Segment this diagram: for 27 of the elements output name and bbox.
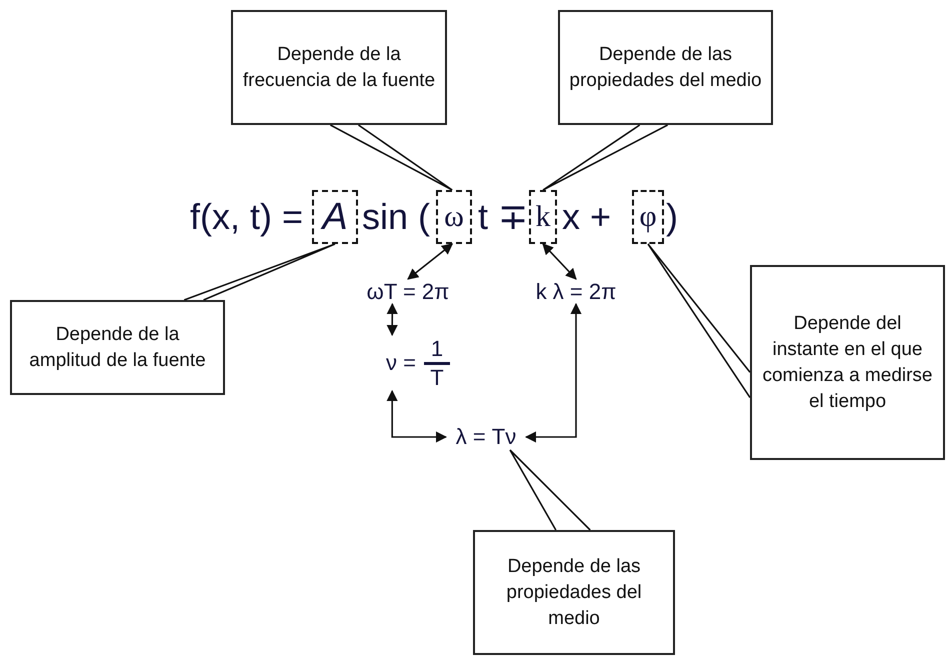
formula: λ = Tν (446, 424, 526, 450)
formula: ωT = 2π (352, 279, 464, 304)
dashed-variable-box: ω (436, 190, 472, 244)
double-arrow (407, 243, 454, 280)
callout-box: Depende del instante en el que comienza a medirse el tiempo (750, 265, 945, 460)
callout-pointer (330, 124, 453, 191)
callout-pointer (647, 243, 751, 398)
double-arrow (386, 302, 398, 336)
equation-term: f(x, t) = (190, 195, 304, 239)
dashed-variable-box: k (529, 190, 557, 244)
formula: k λ = 2π (520, 279, 632, 304)
callout-pointer (509, 449, 591, 531)
callout-pointer (183, 243, 336, 301)
equation-term: t ∓ (478, 195, 528, 239)
callout-box: Depende de las propiedades del medio (473, 530, 675, 655)
callout-box: Depende de la frecuencia de la fuente (231, 10, 447, 125)
equation-term: ) (666, 195, 678, 239)
double-arrow (524, 302, 582, 443)
callout-box: Depende de las propiedades del medio (558, 10, 773, 125)
double-arrow (542, 243, 577, 280)
callout-pointer (542, 124, 668, 191)
equation-term: x + (562, 195, 612, 239)
callout-box: Depende de la amplitud de la fuente (10, 300, 225, 395)
dashed-variable-box: A (312, 190, 358, 244)
dashed-variable-box: φ (632, 190, 664, 244)
equation-term: sin ( (362, 195, 430, 239)
double-arrow (386, 390, 448, 443)
